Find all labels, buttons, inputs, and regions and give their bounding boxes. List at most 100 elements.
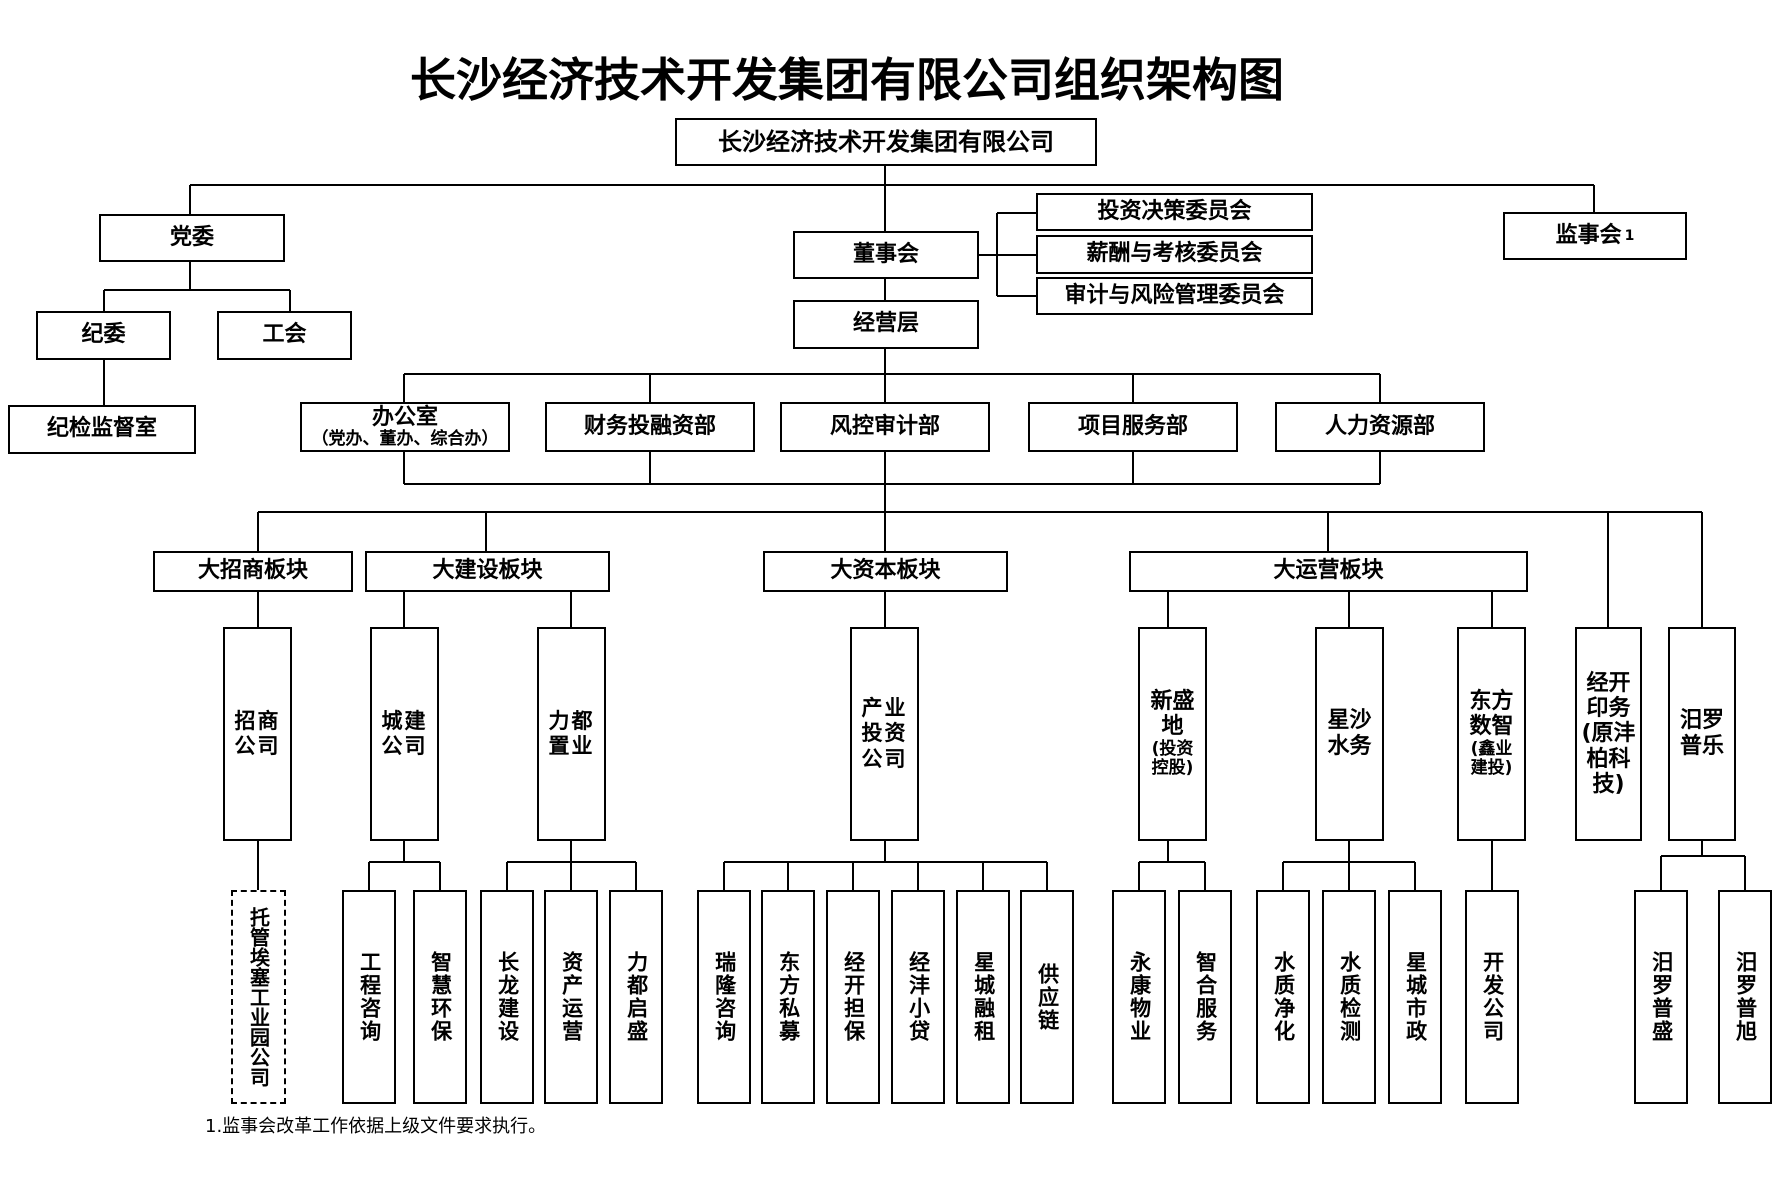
discipline-committee-label: 纪委 xyxy=(81,322,126,348)
subsidiary-lidu-1-label: 长龙建设 xyxy=(495,951,520,1043)
subsidiary-xinsheng-2-label: 智合服务 xyxy=(1193,951,1218,1043)
company-xingsha-box: 星沙水务 xyxy=(1315,627,1384,841)
sector-operations-box: 大运营板块 xyxy=(1129,551,1528,592)
subsidiary-chanye-2-box: 东方私募 xyxy=(761,890,815,1104)
connector-line xyxy=(1660,841,1746,890)
company-jingkai-sub-label: (原沣柏科技) xyxy=(1581,721,1636,797)
labor-union-box: 工会 xyxy=(217,311,352,360)
committee-compensation-label: 薪酬与考核委员会 xyxy=(1086,241,1263,267)
subsidiary-chengjian-1-label: 工程咨询 xyxy=(357,951,382,1043)
subsidiary-xingsha-1-box: 水质净化 xyxy=(1256,890,1310,1104)
subsidiary-xingsha-1-label: 水质净化 xyxy=(1271,951,1296,1043)
company-miluo-label: 汨罗普乐 xyxy=(1679,707,1724,759)
company-dongfang-sub-label: (鑫业建投) xyxy=(1470,738,1513,779)
subsidiary-chanye-6-label: 供应链 xyxy=(1035,962,1060,1032)
dept-project-service-label: 项目服务部 xyxy=(1077,413,1188,439)
subsidiary-xingsha-2-label: 水质检测 xyxy=(1337,951,1362,1043)
sector-construction-label: 大建设板块 xyxy=(432,558,543,584)
sector-investment-promotion-box: 大招商板块 xyxy=(153,551,353,592)
discipline-committee-box: 纪委 xyxy=(36,311,171,360)
sector-investment-promotion-label: 大招商板块 xyxy=(197,558,308,584)
connector-line xyxy=(403,347,1381,402)
subsidiary-chengjian-2-label: 智慧环保 xyxy=(428,951,453,1043)
company-xinsheng-box: 新盛地 (投资控股) xyxy=(1138,627,1207,841)
company-chengjian-box: 城建公司 xyxy=(370,627,439,841)
subsidiary-chanye-6-box: 供应链 xyxy=(1020,890,1074,1104)
subsidiary-chanye-1-label: 瑞隆咨询 xyxy=(712,951,737,1043)
connector-line xyxy=(257,484,1703,627)
dept-human-resources-box: 人力资源部 xyxy=(1275,402,1485,452)
management-team-label: 经营层 xyxy=(852,311,919,337)
committee-investment-label: 投资决策委员会 xyxy=(1097,198,1252,224)
board-of-directors-box: 董事会 xyxy=(793,231,979,279)
subsidiary-lidu-3-box: 力都启盛 xyxy=(609,890,663,1104)
chart-title: 长沙经济技术开发集团有限公司组织架构图 xyxy=(410,53,1284,107)
company-chengjian-label: 城建公司 xyxy=(381,708,428,758)
subsidiary-lidu-2-box: 资产运营 xyxy=(544,890,598,1104)
board-of-directors-label: 董事会 xyxy=(852,241,919,267)
subsidiary-chanye-5-box: 星城融租 xyxy=(956,890,1010,1104)
subsidiary-miluo-1-label: 汨罗普盛 xyxy=(1649,951,1674,1043)
company-dongfang-label: 东方数智 xyxy=(1469,689,1514,740)
sector-capital-label: 大资本板块 xyxy=(830,558,941,584)
subsidiary-miluo-2-label: 汨罗普旭 xyxy=(1733,951,1758,1043)
company-chanye-label: 产业投资公司 xyxy=(861,696,908,771)
party-committee-label: 党委 xyxy=(169,224,214,250)
connector-line xyxy=(975,212,1036,297)
subsidiary-trustee-label: 托管埃塞工业园公司 xyxy=(246,907,271,1087)
supervisory-board-label: 监事会 xyxy=(1555,222,1622,248)
subsidiary-chanye-5-label: 星城融租 xyxy=(971,951,996,1043)
company-zhaoshang-box: 招商公司 xyxy=(223,627,292,841)
connector-line xyxy=(506,841,637,890)
subsidiary-miluo-2-box: 汨罗普旭 xyxy=(1718,890,1772,1104)
subsidiary-lidu-2-label: 资产运营 xyxy=(559,951,584,1043)
root-company-box: 长沙经济技术开发集团有限公司 xyxy=(675,118,1097,166)
dept-project-service-box: 项目服务部 xyxy=(1028,402,1238,452)
dept-office-box: 办公室 （党办、董办、综合办） xyxy=(300,402,510,452)
subsidiary-xinsheng-1-box: 永康物业 xyxy=(1112,890,1166,1104)
subsidiary-chengjian-2-box: 智慧环保 xyxy=(413,890,467,1104)
committee-audit-risk-label: 审计与风险管理委员会 xyxy=(1064,282,1285,308)
dept-office-sub-label: （党办、董办、综合办） xyxy=(311,428,499,449)
sector-operations-label: 大运营板块 xyxy=(1273,558,1384,584)
subsidiary-chanye-4-box: 经沣小贷 xyxy=(891,890,945,1104)
sector-construction-box: 大建设板块 xyxy=(365,551,610,592)
connector-line xyxy=(723,841,1048,890)
subsidiary-chanye-2-label: 东方私募 xyxy=(776,951,801,1043)
inspection-office-box: 纪检监督室 xyxy=(8,405,196,454)
party-committee-box: 党委 xyxy=(99,214,285,262)
company-lidu-box: 力都置业 xyxy=(537,627,606,841)
labor-union-label: 工会 xyxy=(262,322,307,348)
inspection-office-label: 纪检监督室 xyxy=(46,416,157,442)
dept-human-resources-label: 人力资源部 xyxy=(1324,413,1435,439)
subsidiary-dongfang-1-box: 开发公司 xyxy=(1465,890,1519,1104)
connector-line xyxy=(403,450,1381,485)
company-dongfang-box: 东方数智 (鑫业建投) xyxy=(1457,627,1526,841)
dept-risk-audit-box: 风控审计部 xyxy=(780,402,990,452)
management-team-box: 经营层 xyxy=(793,300,979,349)
footnote: 1.监事会改革工作依据上级文件要求执行。 xyxy=(205,1116,547,1137)
subsidiary-lidu-1-box: 长龙建设 xyxy=(480,890,534,1104)
company-xinsheng-sub-label: (投资控股) xyxy=(1151,738,1194,779)
subsidiary-xingsha-2-box: 水质检测 xyxy=(1322,890,1376,1104)
subsidiary-xingsha-3-label: 星城市政 xyxy=(1403,951,1428,1043)
company-xinsheng-label: 新盛地 xyxy=(1150,689,1195,740)
subsidiary-miluo-1-box: 汨罗普盛 xyxy=(1634,890,1688,1104)
subsidiary-dongfang-1-label: 开发公司 xyxy=(1480,951,1505,1043)
root-company-label: 长沙经济技术开发集团有限公司 xyxy=(718,127,1054,156)
committee-investment-box: 投资决策委员会 xyxy=(1036,193,1313,231)
company-lidu-label: 力都置业 xyxy=(548,708,595,758)
company-miluo-box: 汨罗普乐 xyxy=(1668,627,1736,841)
subsidiary-lidu-3-label: 力都启盛 xyxy=(624,951,649,1043)
company-jingkai-label: 经开印务 xyxy=(1586,670,1631,722)
subsidiary-chanye-3-box: 经开担保 xyxy=(826,890,880,1104)
committee-compensation-box: 薪酬与考核委员会 xyxy=(1036,235,1313,274)
connector-line xyxy=(257,590,1493,627)
subsidiary-xingsha-3-box: 星城市政 xyxy=(1388,890,1442,1104)
dept-finance-box: 财务投融资部 xyxy=(545,402,755,452)
subsidiary-xinsheng-2-box: 智合服务 xyxy=(1178,890,1232,1104)
dept-finance-label: 财务投融资部 xyxy=(583,413,716,439)
